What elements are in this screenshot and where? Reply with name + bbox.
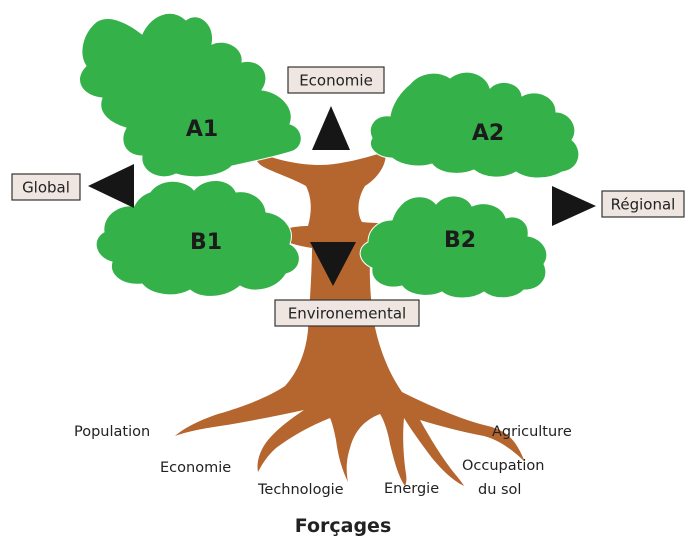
label-box-regional: Régional [601,190,685,218]
foliage-b2 [359,195,548,299]
down-arrow-icon [310,242,356,286]
label-box-global: Global [11,173,81,201]
root-label-agriculture: Agriculture [492,424,572,440]
label-regional: Régional [611,196,676,214]
label-box-economie: Economie [287,66,385,94]
root-label-technologie: Technologie [257,482,344,498]
root-label-energie: Energie [384,481,439,497]
label-global: Global [22,179,70,197]
root-label-occupation: Occupation [462,458,544,474]
cluster-label-b1: B1 [190,230,222,255]
foliage-a2 [369,71,580,179]
root-label-economie: Economie [160,460,231,476]
left-arrow-icon [88,164,134,208]
root-label-population: Population [74,424,150,440]
cluster-label-a1: A1 [186,117,218,142]
root-label-du-sol: du sol [478,482,521,498]
cluster-label-a2: A2 [472,121,504,146]
diagram-title: Forçages [295,515,392,537]
foliage-b1 [95,180,300,297]
foliage-a1 [79,13,302,178]
cluster-label-b2: B2 [444,228,476,253]
up-arrow-icon [312,106,350,150]
label-environemental: Environemental [288,305,406,323]
label-box-environemental: Environemental [274,299,420,327]
label-economie-axis: Economie [299,72,373,90]
right-arrow-icon [552,186,596,226]
